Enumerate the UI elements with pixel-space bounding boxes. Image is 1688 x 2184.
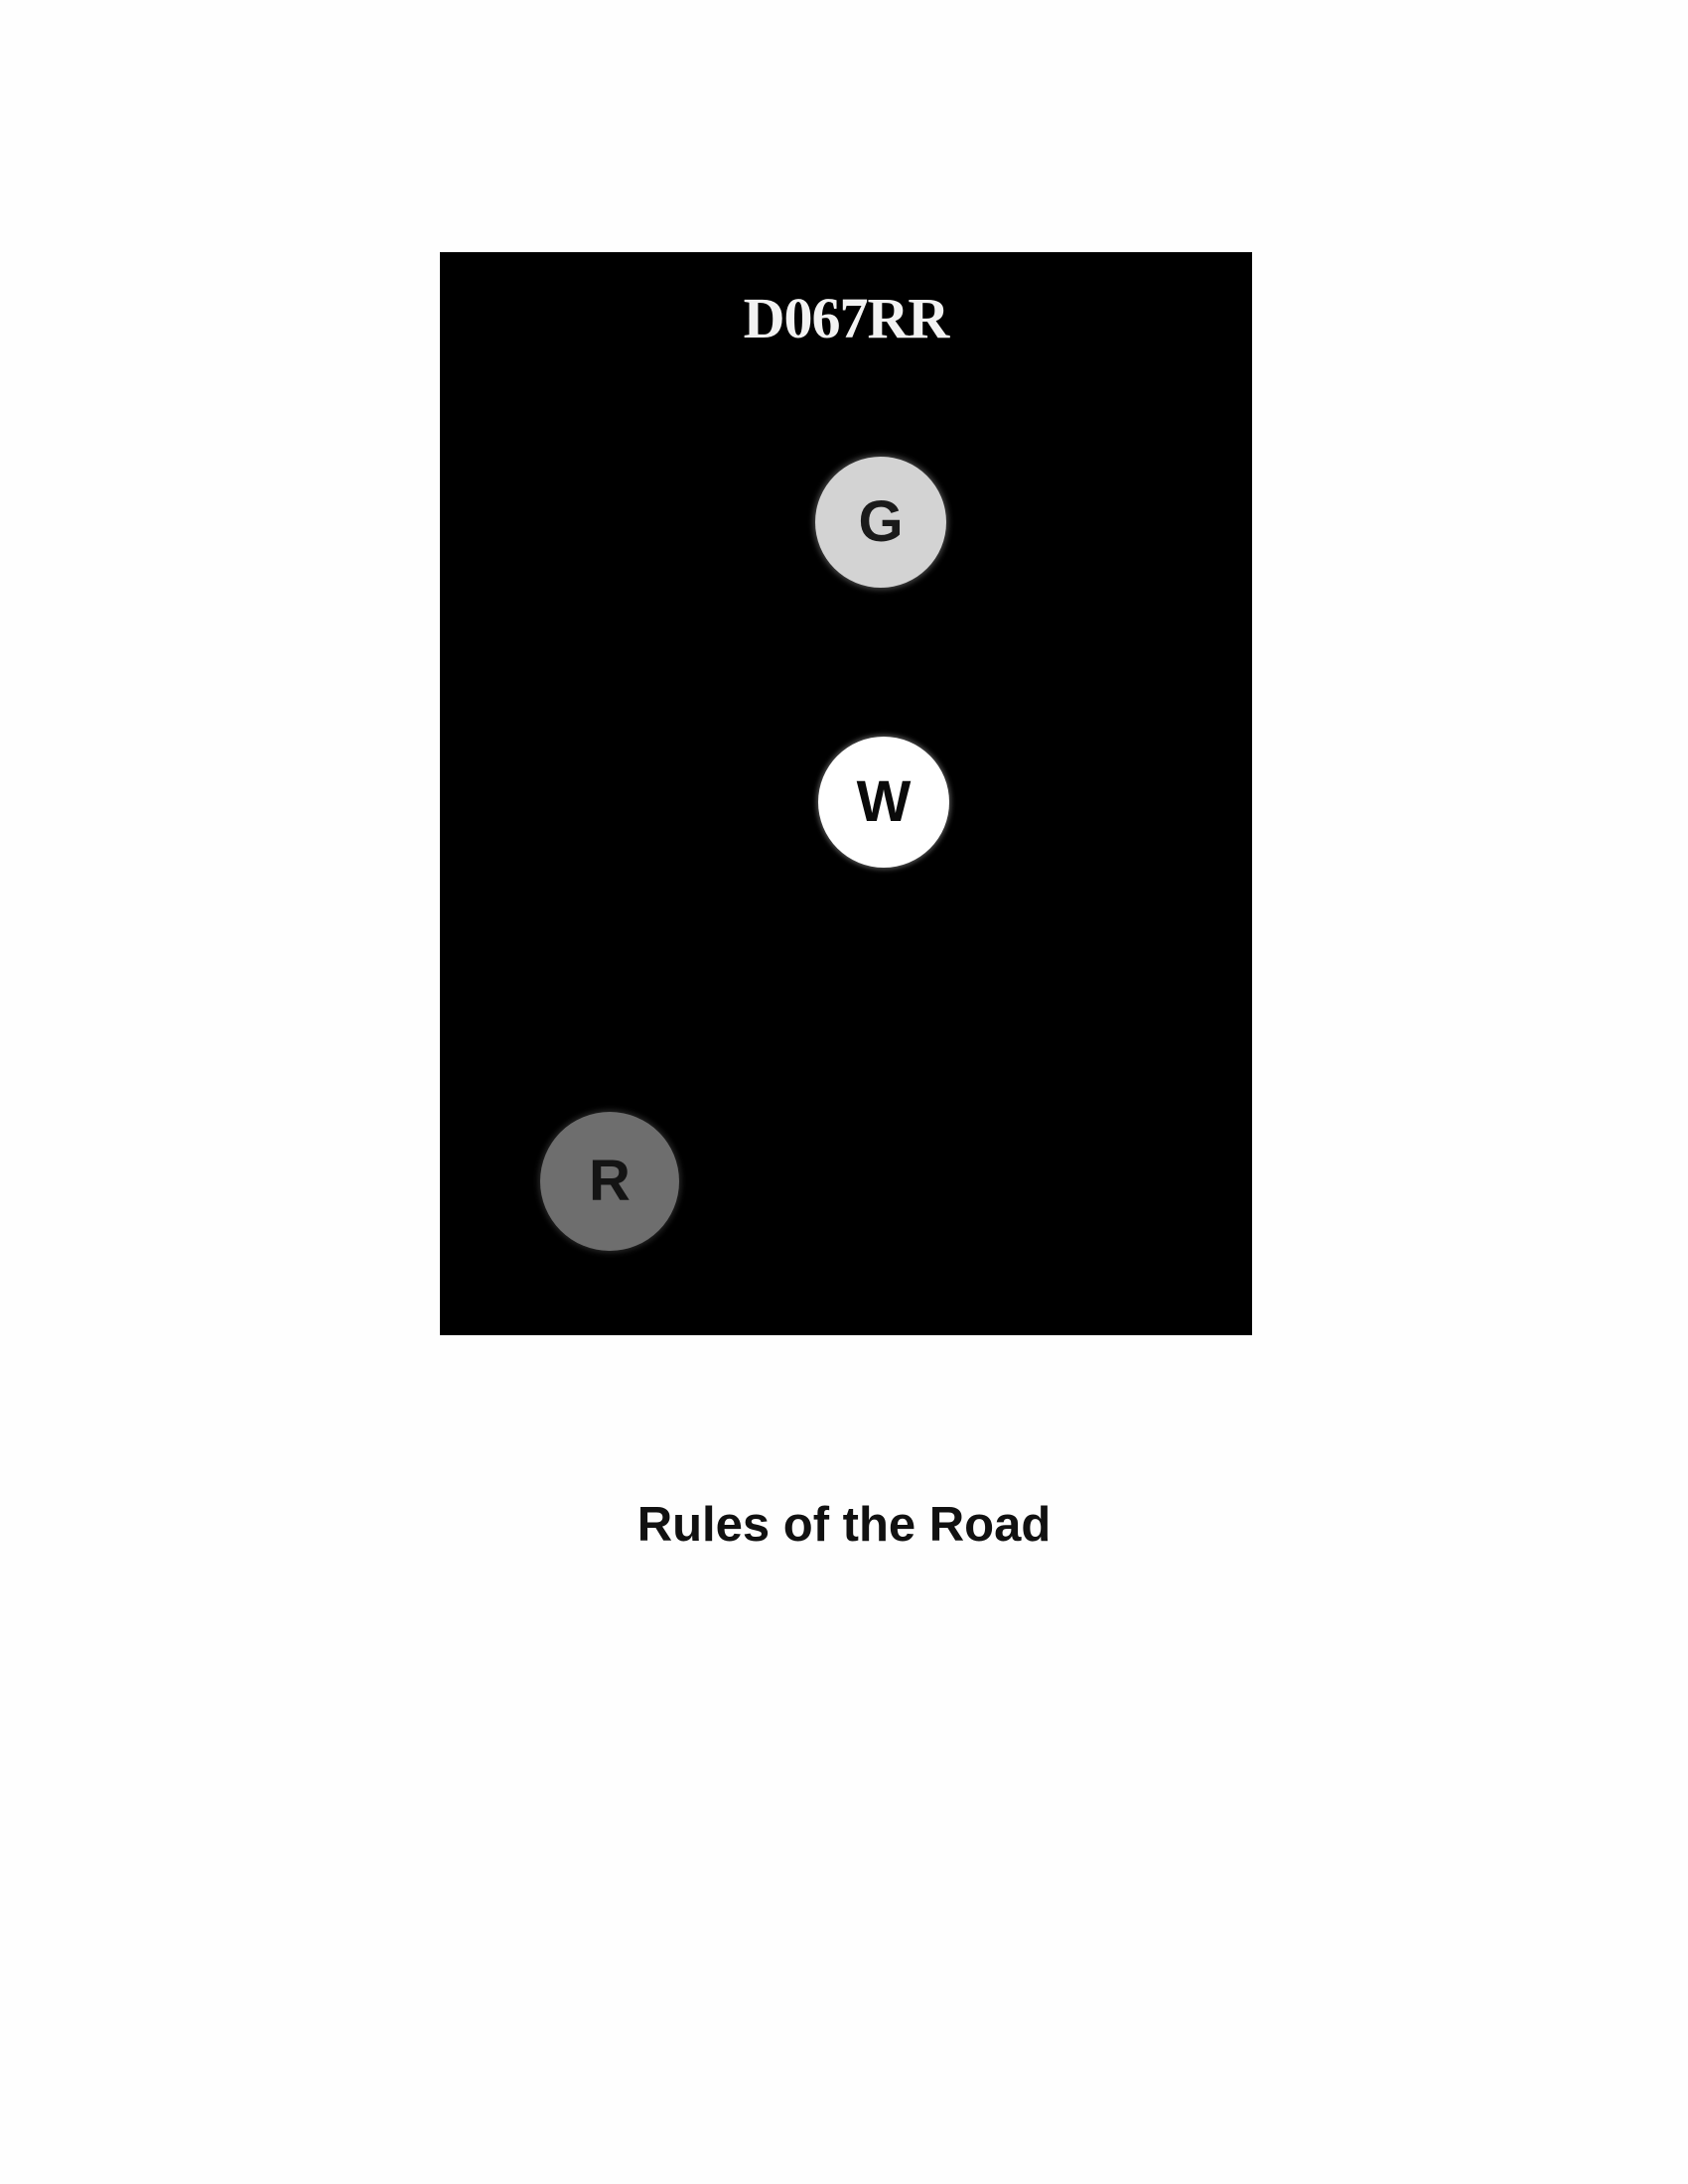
green-light-icon: G xyxy=(815,457,946,588)
white-light-label: W xyxy=(856,769,912,834)
red-light-icon: R xyxy=(540,1112,679,1251)
vessel-lights-figure: D067RR G W R xyxy=(440,252,1252,1335)
figure-code: D067RR xyxy=(743,286,950,350)
page-title: Rules of the Road xyxy=(636,1498,1052,1552)
red-light-label: R xyxy=(589,1149,631,1213)
white-light-icon: W xyxy=(818,737,949,868)
green-light-label: G xyxy=(858,489,904,554)
